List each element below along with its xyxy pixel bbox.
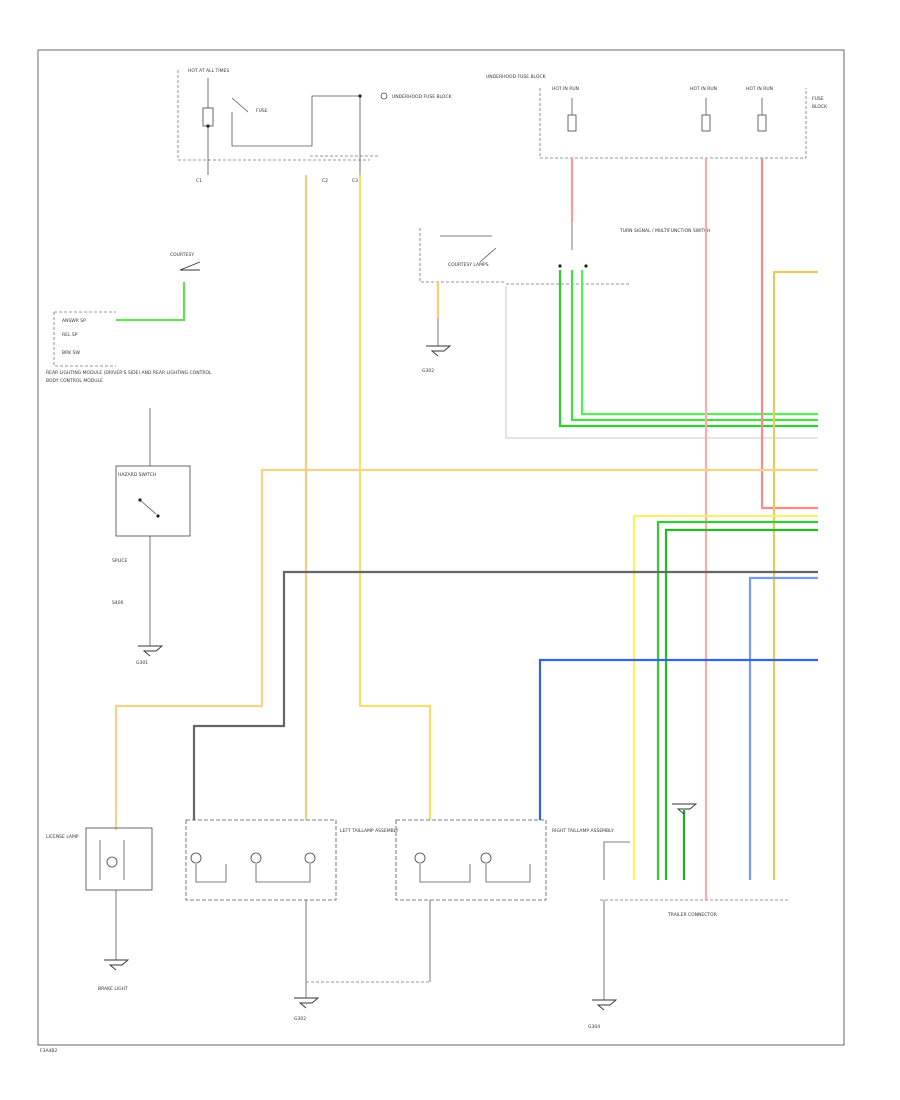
right-taillamp: RIGHT TAILLAMP ASSEMBLY	[306, 819, 614, 983]
svg-text:C2: C2	[322, 178, 328, 184]
label-bcm: BODY CONTROL MODULE	[46, 378, 103, 384]
wire-green-top	[116, 282, 186, 322]
label-hazard-switch: HAZARD SWITCH	[118, 472, 156, 478]
wire-pink-right	[760, 158, 818, 510]
trailer-connector: TRAILER CONNECTOR G304	[588, 803, 790, 1030]
label-bcm-detail: REAR LIGHTING MODULE (DRIVER'S SIDE) AND…	[46, 370, 212, 376]
wire-green-turn-1	[558, 270, 818, 428]
wire-green-turn-3	[580, 270, 818, 416]
svg-text:C3: C3	[352, 178, 358, 184]
turn-signal-switch: COURTESY LAMPS G302 TURN SIGNAL / MULTIF…	[419, 214, 818, 439]
wire-tan-left-loop	[114, 468, 818, 830]
wire-yellow-mid	[358, 175, 432, 820]
svg-text:BRAKE LIGHT: BRAKE LIGHT	[98, 986, 128, 992]
wire-blue-main	[538, 658, 818, 820]
wire-green-right-2	[664, 528, 818, 880]
wire-blue-right	[748, 576, 818, 880]
label-license-lamp: LICENSE LAMP	[46, 834, 79, 840]
fuse-block-top-left: HOT AT ALL TIMES FUSE UNDERHOOD FUSE BLO…	[177, 68, 453, 184]
wire-green-turn-2	[570, 270, 818, 422]
label-ground-bottom-mid: G302	[294, 1016, 306, 1022]
wire-green-right-1	[656, 520, 818, 880]
label-turn-signal-switch: TURN SIGNAL / MULTIFUNCTION SWITCH	[619, 228, 711, 234]
label-left-taillamp: LEFT TAILLAMP ASSEMBLY	[340, 828, 399, 834]
diagram-frame	[37, 49, 845, 1046]
svg-text:S400: S400	[112, 600, 124, 606]
svg-text:BRK SW: BRK SW	[62, 350, 80, 356]
license-lamp: LICENSE LAMP BRAKE LIGHT	[46, 827, 153, 992]
svg-text:COURTESY: COURTESY	[170, 252, 194, 258]
svg-text:BLOCK: BLOCK	[812, 104, 828, 110]
bcm-block: ANSWR SP REL SP BRK SW REAR LIGHTING MOD…	[46, 252, 212, 384]
label-ground-trailer: G304	[588, 1024, 600, 1030]
svg-text:ANSWR SP: ANSWR SP	[62, 318, 86, 324]
page-code: F3A4B2	[40, 1048, 57, 1054]
wire-tan-right	[772, 270, 818, 880]
svg-text:FUSE: FUSE	[812, 96, 824, 102]
hazard-switch: HAZARD SWITCH SPLICE S400 G301	[112, 408, 191, 666]
label-right-taillamp: RIGHT TAILLAMP ASSEMBLY	[552, 828, 614, 834]
svg-text:SPLICE: SPLICE	[112, 558, 128, 564]
label-hot-in-run-1: HOT IN RUN	[690, 86, 717, 92]
label-trailer-connector: TRAILER CONNECTOR	[667, 912, 717, 918]
label-fuse-block: UNDERHOOD FUSE BLOCK	[392, 94, 453, 100]
label-ground-left: G301	[136, 660, 148, 666]
label-fuse-block-right: UNDERHOOD FUSE BLOCK	[486, 74, 547, 80]
label-hot-in-run-2: HOT IN RUN	[746, 86, 773, 92]
fuse-block-top-right: UNDERHOOD FUSE BLOCK HOT IN RUN HOT IN R…	[486, 74, 828, 159]
left-taillamp: LEFT TAILLAMP ASSEMBLY G302	[185, 819, 399, 1022]
svg-text:REL SP: REL SP	[62, 332, 78, 338]
svg-text:C1: C1	[196, 178, 202, 184]
svg-text:HOT IN RUN: HOT IN RUN	[552, 86, 579, 92]
wire-gray-dark	[192, 570, 818, 820]
label-courtesy-switch: COURTESY LAMPS	[448, 262, 489, 268]
wire-yellow-right	[632, 514, 818, 880]
label-hot-at-all-times: HOT AT ALL TIMES	[188, 68, 229, 74]
label-fuse: FUSE	[256, 108, 268, 114]
label-ground-mid: G302	[422, 368, 434, 374]
